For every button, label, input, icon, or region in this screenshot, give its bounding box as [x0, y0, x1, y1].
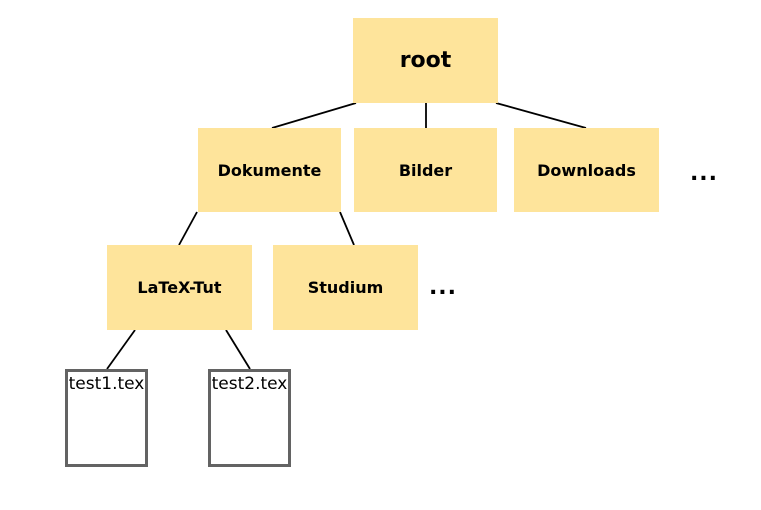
node-test1-label: test1.tex — [68, 374, 145, 394]
edge-dokumente-studium — [339, 211, 355, 246]
node-test2-label: test2.tex — [211, 374, 288, 394]
more-folders-level2-ellipsis: ... — [423, 270, 463, 304]
node-latex-tut-label: LaTeX-Tut — [137, 278, 222, 297]
node-root-label: root — [399, 48, 452, 73]
more-folders-level1-ellipsis: ... — [684, 156, 724, 190]
edge-latex-tut-test1 — [106, 329, 136, 370]
node-studium-folder: Studium — [273, 245, 418, 330]
node-downloads-folder: Downloads — [514, 128, 659, 212]
node-bilder-folder: Bilder — [354, 128, 497, 212]
edge-root-downloads — [495, 102, 587, 129]
node-studium-label: Studium — [307, 278, 384, 297]
node-dokumente-folder: Dokumente — [198, 128, 341, 212]
node-test1-file: test1.tex — [65, 369, 148, 467]
ellipsis-label: ... — [428, 274, 458, 300]
node-bilder-label: Bilder — [398, 160, 453, 180]
ellipsis-label: ... — [689, 160, 719, 186]
edge-latex-tut-test2 — [225, 329, 251, 370]
edge-dokumente-latex-tut — [178, 211, 198, 246]
node-root-folder: root — [353, 18, 498, 103]
node-latex-tut-folder: LaTeX-Tut — [107, 245, 252, 330]
node-test2-file: test2.tex — [208, 369, 291, 467]
edge-root-dokumente — [271, 102, 357, 129]
node-dokumente-label: Dokumente — [217, 160, 322, 180]
node-downloads-label: Downloads — [537, 160, 636, 180]
